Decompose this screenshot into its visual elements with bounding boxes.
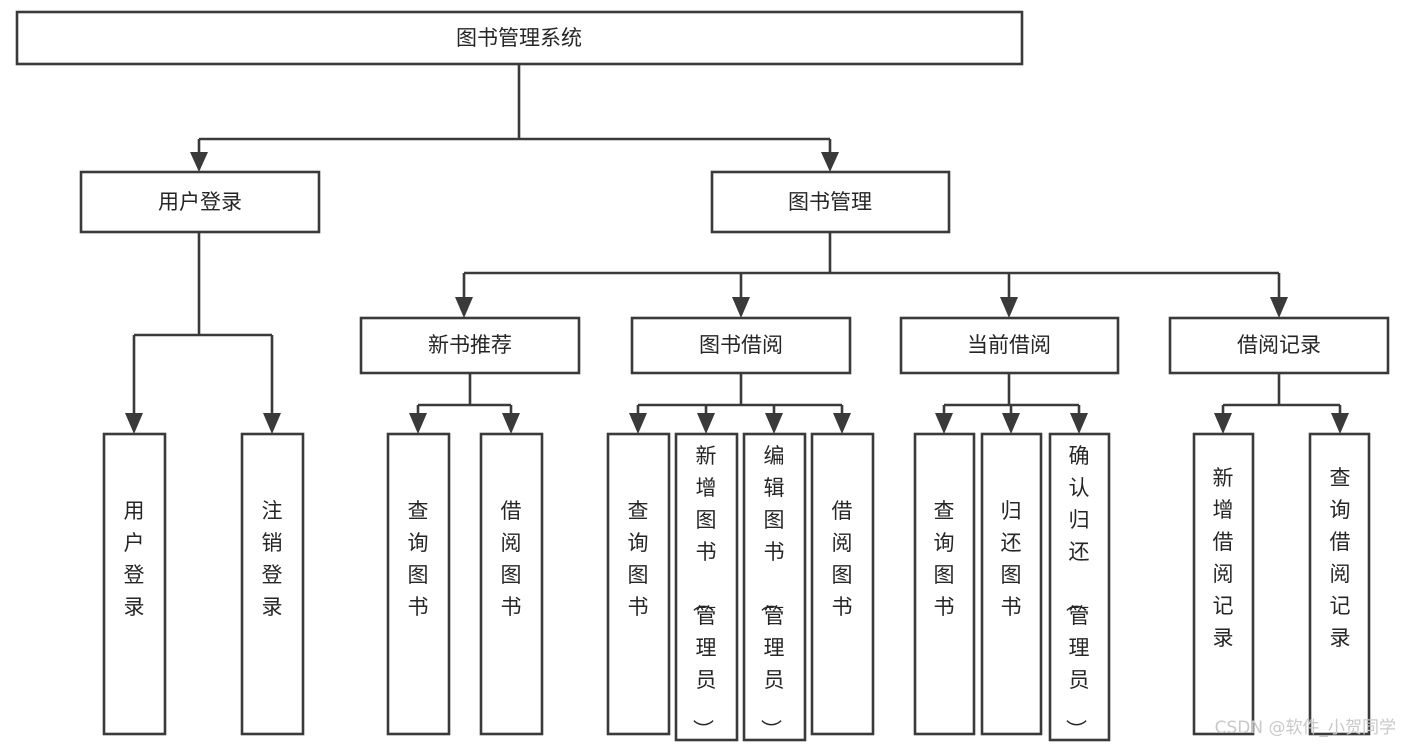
node-leaf-query-book-3[interactable]: 查询图书 [913, 432, 976, 736]
node-leaf-query-record[interactable]: 查询借阅记录 [1308, 432, 1371, 736]
node-leaf-borrow-book-2[interactable]: 借阅图书 [810, 432, 875, 736]
node-leaf-confirm-return[interactable]: 确认归还（管理员） [1048, 432, 1111, 742]
arrow-head-user-login [190, 152, 208, 172]
node-leaf-query-book-2-box[interactable] [606, 432, 671, 736]
node-leaf-user-logout-box[interactable] [240, 432, 305, 736]
node-leaf-borrow-book-1[interactable]: 借阅图书 [479, 432, 544, 736]
node-leaf-add-book-label: 新增图书（管理员） [691, 444, 717, 740]
node-leaf-edit-book[interactable]: 编辑图书（管理员） [742, 432, 807, 742]
node-leaf-user-login-label: 用户登录 [124, 499, 145, 619]
node-leaf-confirm-return-box[interactable] [1048, 432, 1111, 742]
arrow-head-leaf-query-book-1 [409, 413, 427, 434]
node-leaf-add-record-box[interactable] [1192, 432, 1255, 736]
node-leaf-borrow-book-2-box[interactable] [810, 432, 875, 736]
node-leaf-add-book-box[interactable] [674, 432, 739, 742]
node-leaf-edit-book-label: 编辑图书（管理员） [759, 444, 785, 740]
connector-layer [125, 64, 1349, 434]
node-new-book-recommend-box[interactable] [359, 316, 581, 375]
arrow-head-leaf-user-logout [263, 413, 281, 434]
node-leaf-return-book[interactable]: 归还图书 [980, 432, 1043, 736]
node-root-box[interactable] [15, 10, 1024, 66]
node-leaf-borrow-book-1-label: 借阅图书 [501, 499, 522, 619]
node-leaf-borrow-book-2-label: 借阅图书 [832, 499, 853, 619]
node-leaf-add-record[interactable]: 新增借阅记录 [1192, 432, 1255, 736]
node-leaf-confirm-return-label: 确认归还（管理员） [1064, 444, 1090, 740]
node-leaf-query-book-1-box[interactable] [386, 432, 451, 736]
node-book-borrow-label: 图书借阅 [699, 333, 783, 357]
arrow-head-leaf-borrow-book-1 [502, 413, 520, 434]
node-book-borrow[interactable]: 图书借阅 [630, 316, 852, 375]
node-current-borrow-label: 当前借阅 [967, 333, 1051, 357]
arrow-head-leaf-edit-book [765, 413, 783, 434]
node-leaf-query-book-3-box[interactable] [913, 432, 976, 736]
node-leaf-query-record-box[interactable] [1308, 432, 1371, 736]
arrow-head-leaf-confirm-return [1070, 413, 1088, 434]
arrow-head-leaf-user-login [125, 413, 143, 434]
node-leaf-user-logout[interactable]: 注销登录 [240, 432, 305, 736]
arrow-head-book-borrow [732, 297, 750, 318]
node-leaf-query-book-1[interactable]: 查询图书 [386, 432, 451, 736]
arrow-head-book-manage [821, 152, 839, 172]
node-leaf-user-login-box[interactable] [102, 432, 167, 736]
node-new-book-recommend-label: 新书推荐 [428, 333, 512, 357]
node-leaf-query-record-label: 查询借阅记录 [1330, 466, 1351, 650]
node-leaf-user-login[interactable]: 用户登录 [102, 432, 167, 736]
node-root[interactable]: 图书管理系统 [15, 10, 1024, 66]
node-leaf-query-book-3-label: 查询图书 [934, 499, 955, 619]
node-leaf-add-record-label: 新增借阅记录 [1213, 466, 1234, 650]
node-user-login-label: 用户登录 [158, 190, 242, 214]
arrow-head-leaf-query-book-2 [629, 413, 647, 434]
node-leaf-return-book-box[interactable] [980, 432, 1043, 736]
node-book-manage[interactable]: 图书管理 [710, 170, 951, 234]
node-book-manage-box[interactable] [710, 170, 951, 234]
watermark-label: CSDN @软件_小贺同学 [1215, 718, 1396, 738]
arrow-head-leaf-borrow-book-2 [833, 413, 851, 434]
arrow-head-leaf-query-record [1331, 413, 1349, 434]
node-user-login[interactable]: 用户登录 [79, 170, 321, 234]
node-book-borrow-box[interactable] [630, 316, 852, 375]
node-borrow-record-box[interactable] [1168, 316, 1390, 375]
node-user-login-box[interactable] [79, 170, 321, 234]
node-borrow-record[interactable]: 借阅记录 [1168, 316, 1390, 375]
arrow-head-leaf-return-book [1002, 413, 1020, 434]
node-leaf-query-book-1-label: 查询图书 [408, 499, 429, 619]
node-book-manage-label: 图书管理 [788, 190, 872, 214]
node-leaf-borrow-book-1-box[interactable] [479, 432, 544, 736]
node-leaf-query-book-2[interactable]: 查询图书 [606, 432, 671, 736]
node-new-book-recommend[interactable]: 新书推荐 [359, 316, 581, 375]
arrow-head-leaf-add-record [1214, 413, 1232, 434]
node-borrow-record-label: 借阅记录 [1237, 333, 1321, 357]
arrow-head-new-book-recommend [455, 297, 473, 318]
node-leaf-query-book-2-label: 查询图书 [628, 499, 649, 619]
arrow-head-current-borrow [1000, 297, 1018, 318]
node-leaf-add-book[interactable]: 新增图书（管理员） [674, 432, 739, 742]
node-current-borrow-box[interactable] [899, 316, 1120, 375]
node-leaf-user-logout-label: 注销登录 [262, 499, 283, 619]
node-leaf-edit-book-box[interactable] [742, 432, 807, 742]
node-leaf-return-book-label: 归还图书 [1001, 499, 1022, 619]
arrow-head-leaf-query-book-3 [935, 413, 953, 434]
node-current-borrow[interactable]: 当前借阅 [899, 316, 1120, 375]
arrow-head-leaf-add-book [697, 413, 715, 434]
node-root-label: 图书管理系统 [456, 26, 582, 50]
arrow-head-borrow-record [1270, 297, 1288, 318]
